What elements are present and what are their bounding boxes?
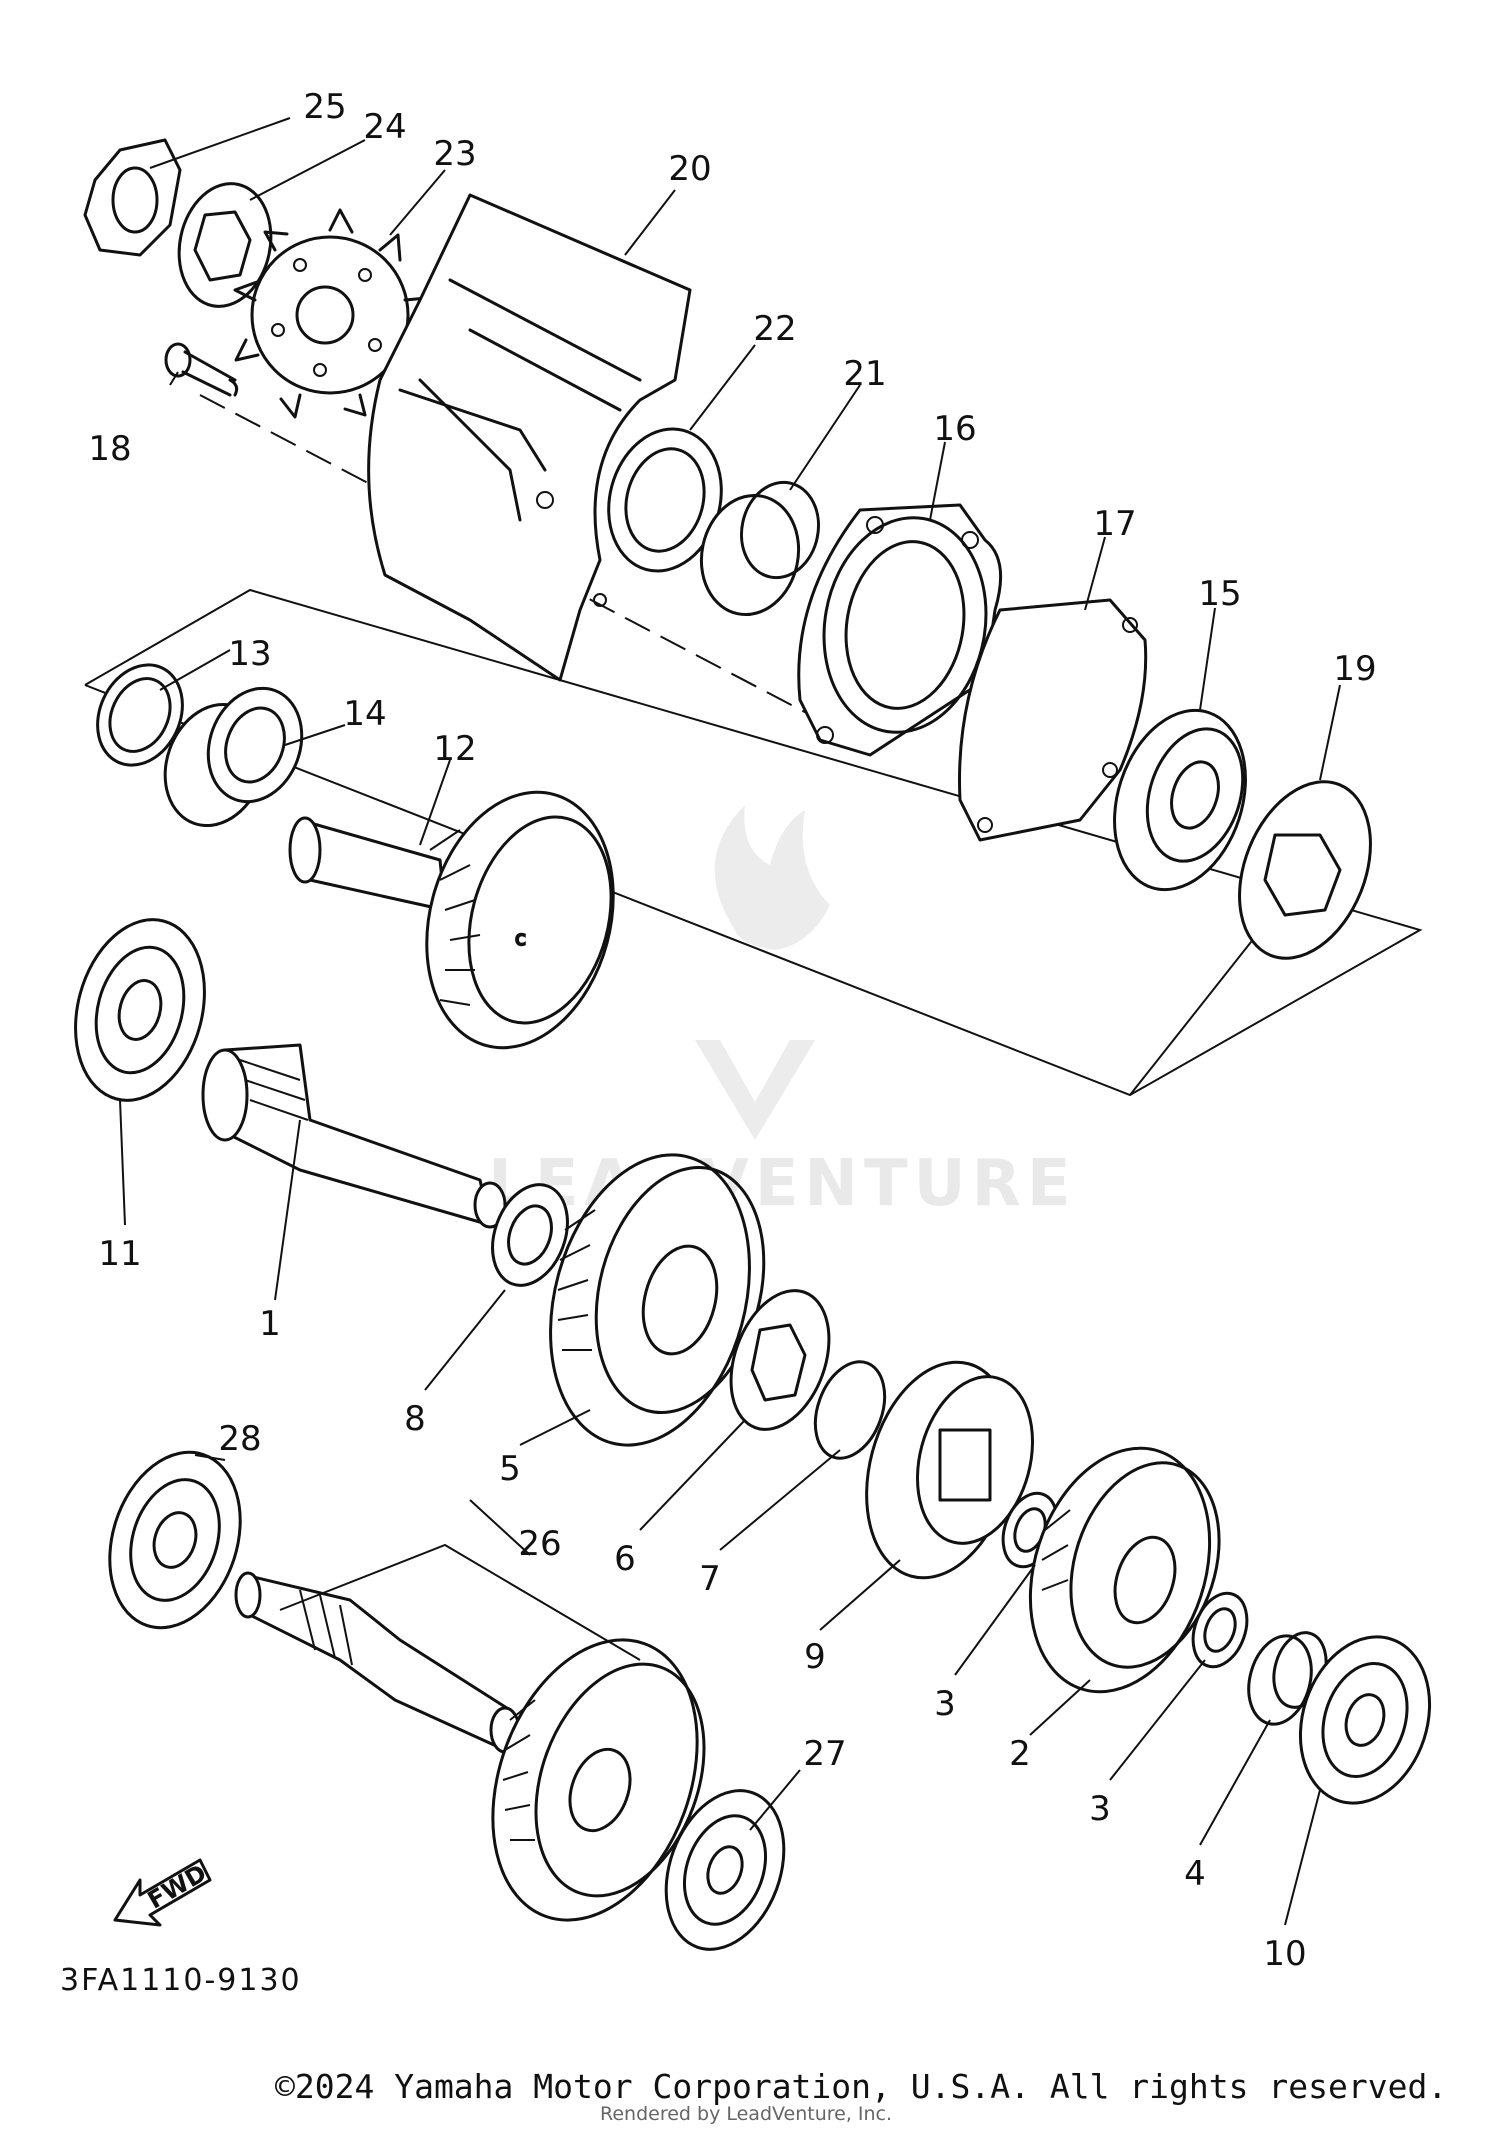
callout-12: 12 [433,729,476,769]
callout-18: 18 [88,429,131,469]
callout-25: 25 [303,87,346,127]
leader-bracket-26 [279,1543,641,1661]
needle-bearing-part [163,686,304,828]
svg-text:c: c [515,926,526,950]
bearing-part-27 [664,1789,786,1951]
bearing-housing-part [797,503,1003,757]
bracket-outline [84,588,1423,1097]
lock-washer-part [177,182,273,308]
watermark: LEADVENTURE [488,805,1077,1221]
callout-22: 22 [753,309,796,349]
dog-clutch-part [865,1360,1035,1580]
callout-10: 10 [1263,1934,1306,1974]
gear-part-2 [1028,1446,1221,1694]
callout-4: 4 [1184,1854,1206,1894]
callout-17: 17 [1093,504,1136,544]
callout-1: 1 [259,1304,281,1344]
drive-axle-part [234,1571,521,1754]
washer-part-8 [491,1183,569,1287]
callout-14: 14 [343,694,386,734]
nut-part [83,138,182,257]
callout-26: 26 [518,1524,561,1564]
callout-27: 27 [803,1734,846,1774]
callout-6: 6 [614,1539,636,1579]
sprocket-cover-part [367,193,692,682]
callout-16: 16 [933,409,976,449]
copyright-notice: ©2024 Yamaha Motor Corporation, U.S.A. A… [275,2067,1447,2106]
callout-23: 23 [433,134,476,174]
callout-11: 11 [98,1234,141,1274]
gear-shaft-part-12: c [288,790,615,1050]
callout-9: 9 [804,1637,826,1677]
callout-3b: 3 [1089,1789,1111,1829]
callout-5: 5 [499,1449,521,1489]
collar-part [699,480,820,617]
callout-7: 7 [699,1559,721,1599]
main-axle-part [201,1043,507,1229]
fwd-label: FWD [143,1859,211,1915]
fwd-arrow-icon: FWD [113,1858,212,1927]
callout-19: 19 [1333,649,1376,689]
callout-2: 2 [1009,1734,1031,1774]
rendered-by-notice: Rendered by LeadVenture, Inc. [600,2103,892,2125]
collar-part-4 [1247,1631,1328,1726]
bearing-part-11 [74,918,206,1102]
bearing-part-15 [1113,708,1247,892]
callout-13: 13 [228,634,271,674]
callout-3a: 3 [934,1684,956,1724]
callout-15: 15 [1198,574,1241,614]
drive-sprocket-part [233,208,429,419]
callout-21: 21 [843,354,886,394]
bolt-part [164,342,239,397]
callouts: 25 24 23 20 22 21 18 16 17 15 13 14 12 1… [88,87,1376,1974]
callout-28: 28 [218,1419,261,1459]
callout-20: 20 [668,149,711,189]
bearing-part-28 [108,1450,242,1630]
watermark-text: LEADVENTURE [488,1147,1077,1221]
gear-part-26 [491,1638,706,1922]
oil-seal-part [607,427,723,573]
washer-part-6 [729,1289,831,1431]
leader-lines [119,117,1341,1926]
gasket-part [958,598,1148,842]
bearing-part-10 [1298,1635,1432,1805]
diagram-code: 3FA1110-9130 [60,1963,302,1998]
seal-part-19 [1238,780,1372,960]
callout-24: 24 [363,107,406,147]
callout-8: 8 [404,1399,426,1439]
